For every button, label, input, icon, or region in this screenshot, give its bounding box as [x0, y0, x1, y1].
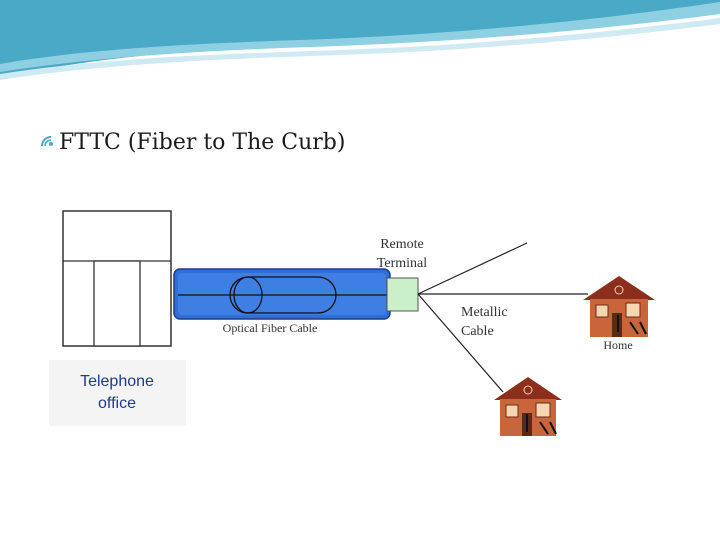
optical-fiber-cable-label: Optical Fiber Cable [223, 321, 318, 335]
slide-heading: FTTC (Fiber to The Curb) [59, 129, 346, 155]
bullet-heading: FTTC (Fiber to The Curb) [40, 126, 345, 158]
telephone-office-label-line1: Telephone [80, 373, 154, 390]
remote-terminal-label-line2: Terminal [377, 256, 427, 271]
telephone-office-building [62, 210, 172, 347]
telephone-office-box [49, 360, 186, 426]
satellite-dish-icon [40, 133, 55, 152]
home-house-icon [583, 276, 655, 337]
metallic-cable-label-line1: Metallic [461, 305, 508, 320]
header-swoosh [0, 0, 720, 80]
house-icon [494, 377, 562, 436]
metallic-cable-label-line2: Cable [461, 324, 494, 339]
metallic-cable-lines [417, 242, 588, 393]
optical-fiber-cable [173, 268, 391, 320]
remote-terminal-box [386, 277, 419, 312]
remote-terminal-label-line1: Remote [380, 237, 424, 252]
telephone-office-label-line2: office [98, 395, 136, 412]
home-label: Home [603, 338, 632, 352]
